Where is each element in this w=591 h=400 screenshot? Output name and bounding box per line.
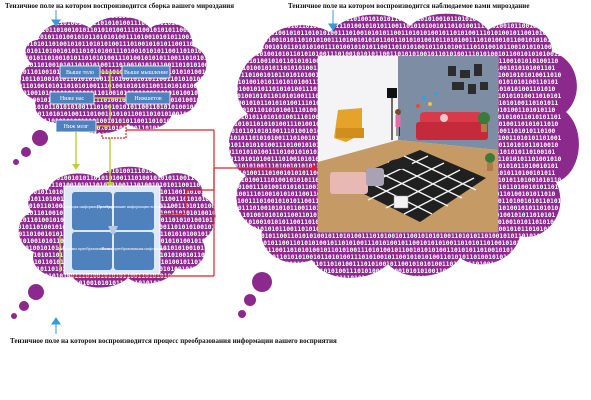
armchair bbox=[334, 108, 364, 142]
binary-row: 1011010010101101010100111010010101011001… bbox=[8, 90, 344, 97]
binary-row: 0101101001010110101010011101001010101100… bbox=[11, 83, 347, 90]
stool bbox=[393, 195, 409, 209]
caption-top-right: Тензичное поле на котором воспроизводитс… bbox=[288, 2, 530, 10]
binary-row: 1010110100101011010101001110100101010110… bbox=[14, 76, 350, 83]
binary-row: 1010011010101101001010110101010011101001… bbox=[11, 168, 347, 175]
quadrant-3-label: Программы преобразования восприятия bbox=[56, 246, 128, 251]
box-bottom-label: Ниж мозг bbox=[64, 124, 89, 130]
decor-shapes bbox=[416, 92, 438, 108]
binary-row: 0011010101101001010110101010011101001010… bbox=[11, 41, 347, 48]
binary-row: 1001101010110100101011010101001110100101… bbox=[14, 34, 350, 41]
binary-row: 1101001010110101010011101001010101100110… bbox=[11, 104, 347, 111]
binary-row: 0100110101011010010101101010100111010010… bbox=[8, 27, 344, 34]
binary-row: 1001101010110100101011010101001110100101… bbox=[226, 30, 562, 37]
box-top-left-label: Выше тело bbox=[66, 70, 94, 76]
binary-row: 0110101011010010101101010100111010010101… bbox=[8, 48, 344, 55]
box-mid-left: Ниже нас bbox=[49, 91, 95, 105]
box-bottom: Ниж мозг bbox=[55, 119, 97, 133]
binary-row: 0100101011010101001110100101010110011010… bbox=[14, 118, 350, 125]
binary-row: 1010101101001010110101010011101001010101… bbox=[11, 62, 347, 69]
sofa bbox=[416, 112, 488, 140]
binary-row: 1101010110100101011010101001110100101010… bbox=[226, 51, 562, 58]
binary-row: 0110101011010010101101010100111010010101… bbox=[220, 44, 556, 51]
binary-row: 0101001101010110100101011010101001110100… bbox=[226, 9, 562, 16]
quadrant-3: Программы преобразования восприятия bbox=[56, 232, 128, 270]
caption-arrow-top-right bbox=[328, 10, 338, 31]
coffee-table bbox=[388, 159, 412, 169]
quadrant-4-label: Новая преобразованная информация bbox=[101, 246, 166, 251]
binary-row: 1101001010101100110101010010110101001110… bbox=[223, 247, 559, 254]
binary-row: 0010101101010100111010010101011001101010… bbox=[8, 280, 344, 287]
binary-row: 1010010101101010100111010010101011001101… bbox=[8, 111, 344, 118]
wall-pictures bbox=[448, 64, 488, 94]
box-mid-right: Нижшетов bbox=[125, 91, 171, 105]
binary-row: 1001010101100110101010010110101001110101… bbox=[223, 268, 559, 275]
binary-row: 0011010101101001010110101010011101001010… bbox=[223, 37, 559, 44]
quadrant-1-label: Входящая информация восприятия bbox=[61, 204, 124, 209]
quadrant-4: Новая преобразованная информация bbox=[101, 232, 167, 270]
binary-row: 1010011010101101001010110101010011101001… bbox=[11, 20, 347, 27]
binary-row: 1010010101011001101010100101101010011101… bbox=[220, 254, 556, 261]
room-illustration bbox=[317, 55, 499, 233]
caption-top-left: Тензичное поле на котором воспроизводитс… bbox=[5, 2, 235, 10]
binary-row: 1001010110101010011101001010101100110101… bbox=[11, 125, 347, 132]
box-top-left: Выше тело bbox=[59, 65, 101, 79]
binary-row: 0110100101011010101001110100101010110011… bbox=[14, 97, 350, 104]
center-arrow bbox=[108, 226, 118, 236]
binary-row: 0100110101011010010101101010100111010010… bbox=[220, 23, 556, 30]
box-top-right: Выше мышление bbox=[121, 65, 171, 79]
caption-arrow-bottom bbox=[51, 317, 61, 334]
person-figure bbox=[395, 109, 401, 136]
caption-arrow-top-left bbox=[51, 10, 61, 27]
binary-row: 0100101010110011010101001011010100111010… bbox=[226, 261, 562, 268]
quadrant-diagram: Входящая информация восприятия Преобразо… bbox=[56, 185, 171, 275]
caption-bottom: Тензичное поле на котором воспроизводитс… bbox=[10, 337, 337, 345]
binary-row: 0100110101011010010101101010100111010010… bbox=[8, 175, 344, 182]
binary-row: 1010011010101101001010110101010011101001… bbox=[223, 16, 559, 23]
binary-row: 0101001101010110100101011010101001110100… bbox=[14, 13, 350, 20]
binary-row: 0101011010101001110100101010110011010101… bbox=[14, 287, 350, 294]
box-mid-left-label: Ниже нас bbox=[60, 96, 85, 102]
binary-row: 1101010110100101011010101001110100101010… bbox=[14, 55, 350, 62]
binary-row: 0111010010101011001101010100101101010011… bbox=[220, 233, 556, 240]
floor-lamp bbox=[387, 88, 397, 140]
binary-row: 1110100101010110011010101001011010100111… bbox=[226, 240, 562, 247]
red-connectors bbox=[70, 123, 318, 277]
quadrant-1: Входящая информация восприятия bbox=[61, 192, 124, 230]
plant-right bbox=[485, 153, 495, 171]
box-top-right-label: Выше мышление bbox=[124, 70, 168, 76]
quadrant-2: Преобразование информации восприятия bbox=[97, 192, 171, 230]
hierarchy: Выше тело Выше мышление Ниже нас Нижшето… bbox=[49, 65, 171, 272]
quadrant-2-label: Преобразование информации восприятия bbox=[97, 204, 171, 209]
ottoman bbox=[330, 168, 384, 194]
plant bbox=[478, 112, 490, 132]
box-mid-right-label: Нижшетов bbox=[134, 96, 162, 102]
green-connectors bbox=[59, 71, 126, 272]
